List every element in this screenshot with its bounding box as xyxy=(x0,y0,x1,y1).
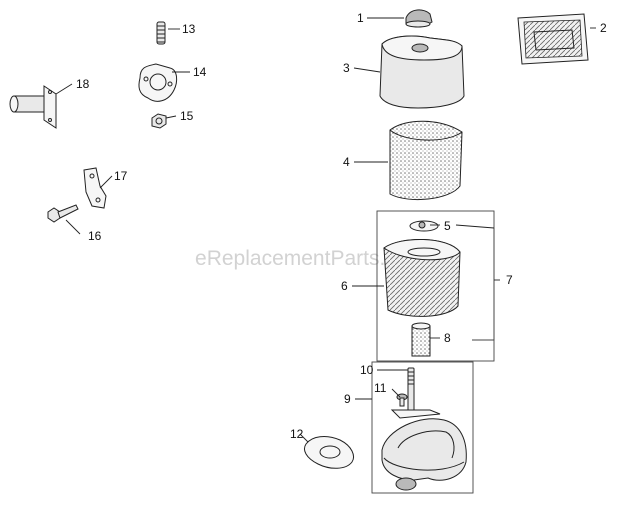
callout-5: 5 xyxy=(444,219,451,233)
part-8-sleeve[interactable] xyxy=(411,322,431,357)
callout-4: 4 xyxy=(343,155,350,169)
callout-6: 6 xyxy=(341,279,348,293)
callout-7: 7 xyxy=(506,273,513,287)
part-17-bracket[interactable] xyxy=(83,167,107,209)
callout-16: 16 xyxy=(88,229,102,243)
callout-12: 12 xyxy=(290,427,304,441)
callout-2: 2 xyxy=(600,21,607,35)
part-6-filter-element[interactable] xyxy=(383,239,461,317)
part-18-elbow-tube[interactable] xyxy=(9,85,57,129)
part-3-cover[interactable] xyxy=(379,35,465,109)
callout-17: 17 xyxy=(114,169,128,183)
callout-11: 11 xyxy=(374,381,387,395)
assembly-bracket-9 xyxy=(371,361,474,494)
callout-14: 14 xyxy=(193,65,207,79)
part-2-square-filter[interactable] xyxy=(517,13,589,65)
bracket-7-side xyxy=(472,228,495,341)
leader-lines xyxy=(55,17,596,443)
part-11-screw[interactable] xyxy=(396,393,408,407)
callout-8: 8 xyxy=(444,331,451,345)
part-16-bolt[interactable] xyxy=(47,204,79,223)
callout-9: 9 xyxy=(344,392,351,406)
part-5-clip[interactable] xyxy=(409,220,439,232)
callout-10: 10 xyxy=(360,363,374,377)
callout-3: 3 xyxy=(343,61,350,75)
callout-1: 1 xyxy=(357,11,364,25)
part-13-stud[interactable] xyxy=(156,21,166,45)
part-1-knob[interactable] xyxy=(405,9,433,28)
part-15-nut[interactable] xyxy=(151,113,167,129)
part-4-pre-cleaner[interactable] xyxy=(389,120,463,200)
part-14-gasket[interactable] xyxy=(138,63,178,102)
part-9-base[interactable] xyxy=(381,409,467,491)
callout-18: 18 xyxy=(76,77,90,91)
watermark-text: eReplacementParts.com xyxy=(195,247,425,270)
callout-13: 13 xyxy=(182,22,196,36)
part-10-long-stud[interactable] xyxy=(407,367,415,413)
callout-15: 15 xyxy=(180,109,194,123)
part-12-gasket[interactable] xyxy=(304,436,354,469)
